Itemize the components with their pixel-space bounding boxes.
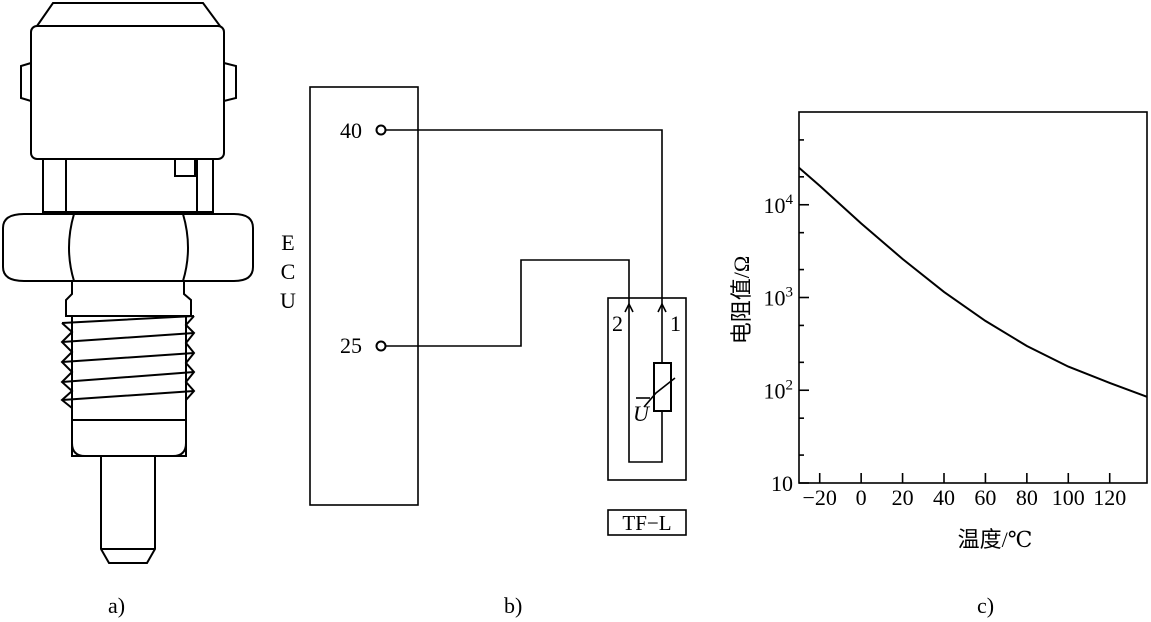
terminal-1-arrow bbox=[657, 302, 667, 313]
ecu-letter-c: C bbox=[281, 259, 296, 284]
sensor-hex-nut bbox=[1, 213, 254, 282]
pin-25-label: 25 bbox=[340, 333, 362, 358]
y-axis-ticks: 104 103 102 10 bbox=[764, 139, 809, 496]
x-tick-label: 80 bbox=[1016, 485, 1038, 510]
sensor-probe-tip bbox=[100, 455, 156, 564]
resistance-temperature-chart: −20 0 20 40 60 80 100 120 104 103 102 10 温度/℃ 电阻值/… bbox=[729, 111, 1148, 552]
pin-40-terminal bbox=[375, 124, 387, 136]
terminal-2-label: 2 bbox=[612, 311, 623, 336]
x-tick-label: 40 bbox=[933, 485, 955, 510]
sensor-collar bbox=[65, 280, 192, 317]
pin-40-label: 40 bbox=[340, 118, 362, 143]
sensor-drawing bbox=[1, 2, 254, 564]
x-tick-label: 120 bbox=[1093, 485, 1126, 510]
caption-b: b) bbox=[504, 593, 522, 618]
y-tick-label: 102 bbox=[764, 377, 794, 403]
x-axis-ticks: −20 0 20 40 60 80 100 120 bbox=[803, 473, 1126, 510]
y-tick-label: 104 bbox=[764, 192, 794, 218]
sensor-cap bbox=[35, 2, 222, 27]
sensor-left-clip bbox=[20, 61, 32, 103]
x-axis-label: 温度/℃ bbox=[958, 527, 1033, 552]
x-tick-label: 20 bbox=[892, 485, 914, 510]
x-tick-label: −20 bbox=[803, 485, 837, 510]
caption-a: a) bbox=[108, 593, 125, 618]
sensor-right-clip bbox=[223, 61, 237, 103]
y-tick-label: 10 bbox=[771, 471, 793, 496]
thermistor-slope-line bbox=[643, 377, 676, 408]
circuit-diagram: E C U 40 25 2 1 U TF−L bbox=[280, 86, 687, 536]
x-tick-label: 0 bbox=[856, 485, 867, 510]
voltage-symbol: U bbox=[633, 401, 651, 426]
x-tick-label: 60 bbox=[974, 485, 996, 510]
ecu-letter-u: U bbox=[280, 288, 296, 313]
sensor-label: TF−L bbox=[622, 511, 671, 535]
resistance-curve bbox=[798, 167, 1148, 398]
sensor-internal-wire bbox=[628, 308, 663, 463]
sensor-label-box bbox=[607, 509, 687, 536]
y-tick-label: 103 bbox=[764, 285, 794, 311]
sensor-box bbox=[607, 297, 687, 481]
wire-pin-25 bbox=[386, 259, 630, 347]
sensor-connector-housing bbox=[30, 25, 225, 160]
wire-pin-40 bbox=[386, 129, 663, 308]
chart-frame bbox=[798, 111, 1148, 484]
ecu-letter-e: E bbox=[281, 230, 294, 255]
caption-c: c) bbox=[977, 593, 994, 618]
terminal-1-label: 1 bbox=[670, 311, 681, 336]
pin-25-terminal bbox=[375, 340, 387, 352]
terminal-2-arrow bbox=[624, 302, 634, 313]
ecu-box bbox=[309, 86, 419, 506]
sensor-latch bbox=[174, 158, 196, 177]
x-tick-label: 100 bbox=[1052, 485, 1085, 510]
y-axis-label: 电阻值/Ω bbox=[729, 256, 754, 344]
